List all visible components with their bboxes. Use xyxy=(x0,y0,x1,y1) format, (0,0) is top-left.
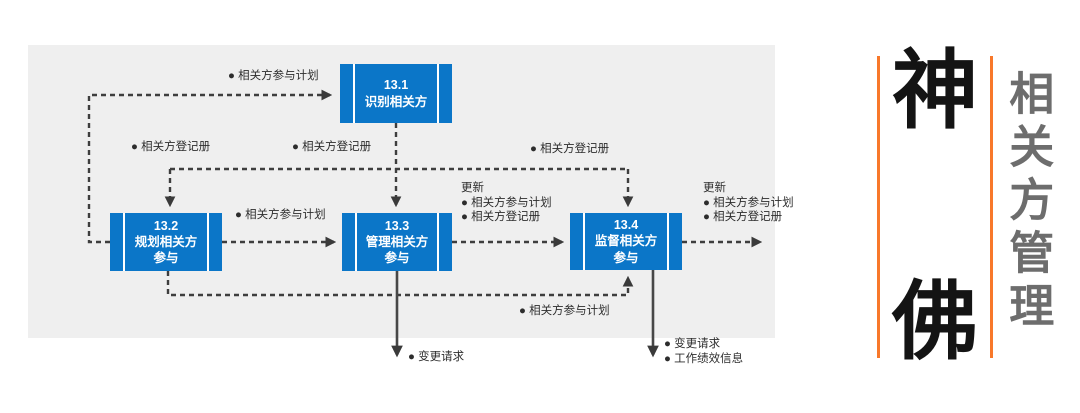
process-number: 13.2 xyxy=(153,218,179,233)
vertical-page-title: 相关方管理 xyxy=(1002,70,1054,335)
label-outputs-13-4: ● 变更请求 ● 工作绩效信息 xyxy=(664,338,744,365)
label-plan-13-2-to-13-3: ● 相关方参与计划 xyxy=(235,209,326,221)
brand-char-bottom: 佛 xyxy=(892,273,978,370)
brand-logo-text: 神 佛 xyxy=(882,43,988,370)
label-change-request-13-3: ● 变更请求 xyxy=(408,351,465,363)
label-updates-after-13-4: 更新 ● 相关方参与计划 ● 相关方登记册 xyxy=(703,182,794,224)
orange-divider-left xyxy=(877,56,880,358)
process-number: 13.1 xyxy=(383,78,409,93)
label-plan-bottom-to-13-4: ● 相关方参与计划 xyxy=(519,305,610,317)
label-register-to-13-2: ● 相关方登记册 xyxy=(131,141,211,153)
process-name: 识别相关方 xyxy=(364,94,428,109)
process-number: 13.3 xyxy=(384,218,410,233)
flow-13-2-to-13-1 xyxy=(87,89,333,244)
orange-divider-right xyxy=(990,56,993,358)
label-plan-to-13-1: ● 相关方参与计划 xyxy=(228,70,319,82)
brand-char-top: 神 xyxy=(892,43,978,139)
process-name: 管理相关方 参与 xyxy=(365,234,429,266)
process-box-13-3: 13.3 管理相关方 参与 xyxy=(342,213,452,271)
process-number: 13.4 xyxy=(613,218,639,233)
label-updates-after-13-3: 更新 ● 相关方参与计划 ● 相关方登记册 xyxy=(461,182,552,224)
label-register-to-13-3: ● 相关方登记册 xyxy=(292,141,372,153)
process-box-13-2: 13.2 规划相关方 参与 xyxy=(110,213,222,271)
process-name: 规划相关方 参与 xyxy=(134,234,198,266)
process-box-13-4: 13.4 监督相关方 参与 xyxy=(570,213,682,270)
process-name: 监督相关方 参与 xyxy=(594,234,658,265)
label-register-to-13-4: ● 相关方登记册 xyxy=(530,143,610,155)
process-box-13-1: 13.1 识别相关方 xyxy=(340,64,452,123)
